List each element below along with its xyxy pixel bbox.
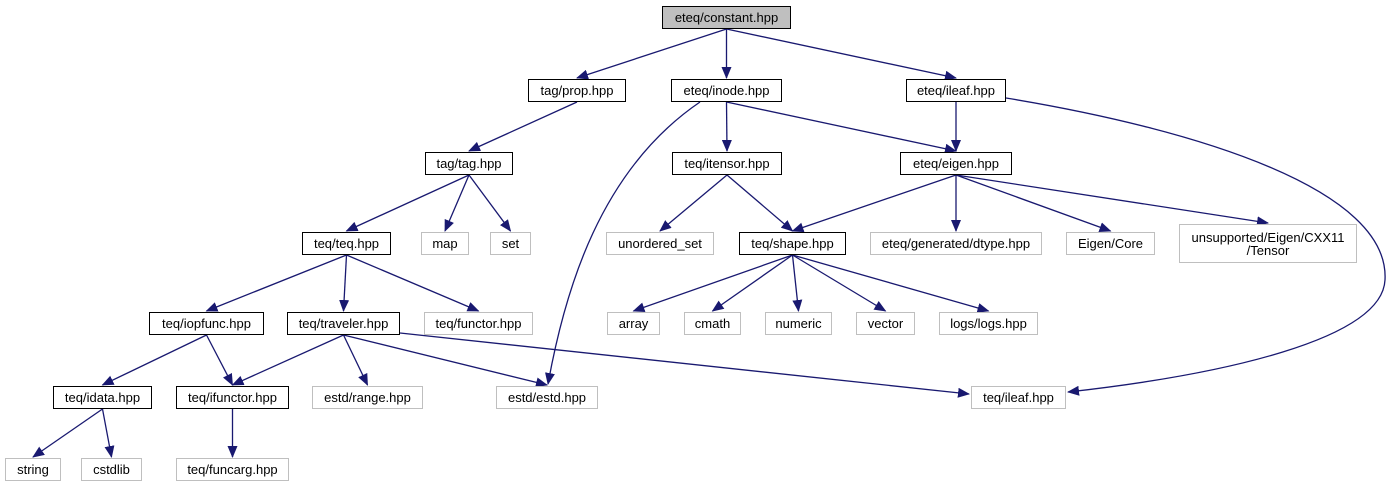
edge-teq-to-functor xyxy=(346,254,480,312)
edge-traveler-to-estd xyxy=(343,334,548,388)
node-unordered-set: unordered_set xyxy=(606,232,714,255)
node-estd-range-hpp: estd/range.hpp xyxy=(312,386,423,409)
node-eigen-core: Eigen/Core xyxy=(1066,232,1155,255)
node-eteq-constant-hpp: eteq/constant.hpp xyxy=(662,6,791,29)
edge-itensor-to-unordered_set xyxy=(659,174,728,232)
edge-teq-to-iopfunc xyxy=(205,254,347,312)
node-eteq-eigen-hpp[interactable]: eteq/eigen.hpp xyxy=(900,152,1012,175)
edge-eigen-to-eigen_tensor xyxy=(955,174,1269,227)
edge-constant-to-eteq_ileaf xyxy=(726,28,957,81)
edge-traveler-to-teq_ileaf xyxy=(399,332,970,398)
edge-shape-to-array xyxy=(632,254,793,313)
edge-idata-to-cstdlib xyxy=(101,408,115,458)
edge-inode-to-estd xyxy=(545,101,701,385)
node-set: set xyxy=(490,232,531,255)
node-vector: vector xyxy=(856,312,915,335)
node-teq-functor-hpp: teq/functor.hpp xyxy=(424,312,533,335)
edge-shape-to-logs xyxy=(792,254,990,313)
edge-prop-to-tag xyxy=(468,101,578,152)
node-map: map xyxy=(421,232,469,255)
edge-traveler-to-ifunctor xyxy=(231,334,344,386)
node-estd-estd-hpp: estd/estd.hpp xyxy=(496,386,598,409)
edge-inode-to-eigen xyxy=(726,101,957,154)
edges-layer xyxy=(32,28,1386,458)
node-cstdlib: cstdlib xyxy=(81,458,142,481)
node-cmath: cmath xyxy=(684,312,741,335)
edge-eteq_ileaf-to-teq_ileaf xyxy=(1005,97,1386,396)
edge-iopfunc-to-idata xyxy=(101,334,207,386)
edge-itensor-to-shape xyxy=(726,174,794,232)
edge-shape-to-numeric xyxy=(791,254,803,312)
node-tag-tag-hpp[interactable]: tag/tag.hpp xyxy=(425,152,513,175)
node-teq-ifunctor-hpp[interactable]: teq/ifunctor.hpp xyxy=(176,386,289,409)
edge-eigen-to-shape xyxy=(791,174,957,233)
node-teq-teq-hpp[interactable]: teq/teq.hpp xyxy=(302,232,391,255)
edge-idata-to-string xyxy=(32,408,103,458)
edge-eigen-to-eigen_core xyxy=(955,174,1112,232)
node-teq-itensor-hpp[interactable]: teq/itensor.hpp xyxy=(672,152,782,175)
edge-shape-to-cmath xyxy=(711,254,793,312)
node-logs-logs-hpp: logs/logs.hpp xyxy=(939,312,1038,335)
edge-inode-to-itensor xyxy=(721,101,732,152)
node-array: array xyxy=(607,312,660,335)
node-tag-prop-hpp[interactable]: tag/prop.hpp xyxy=(528,79,626,102)
edge-traveler-to-range xyxy=(342,334,369,386)
node-numeric: numeric xyxy=(765,312,832,335)
node-teq-ileaf-hpp: teq/ileaf.hpp xyxy=(971,386,1066,409)
node-string: string xyxy=(5,458,61,481)
edge-tag-to-map xyxy=(444,174,470,232)
node-eteq-inode-hpp[interactable]: eteq/inode.hpp xyxy=(671,79,782,102)
node-teq-traveler-hpp[interactable]: teq/traveler.hpp xyxy=(287,312,400,335)
edge-teq-to-traveler xyxy=(339,254,350,312)
node-teq-funcarg-hpp: teq/funcarg.hpp xyxy=(176,458,289,481)
edge-iopfunc-to-ifunctor xyxy=(205,334,234,386)
node-eteq-generated-dtype-hpp: eteq/generated/dtype.hpp xyxy=(870,232,1042,255)
edge-shape-to-vector xyxy=(792,254,887,312)
edge-constant-to-prop xyxy=(576,28,727,80)
node-teq-shape-hpp[interactable]: teq/shape.hpp xyxy=(739,232,846,255)
node-eteq-ileaf-hpp[interactable]: eteq/ileaf.hpp xyxy=(906,79,1006,102)
node-unsupported-eigen-cxx11-tensor: unsupported/Eigen/CXX11 /Tensor xyxy=(1179,224,1357,263)
edge-tag-to-teq xyxy=(345,174,470,232)
node-teq-iopfunc-hpp[interactable]: teq/iopfunc.hpp xyxy=(149,312,264,335)
node-teq-idata-hpp[interactable]: teq/idata.hpp xyxy=(53,386,152,409)
edge-tag-to-set xyxy=(468,174,512,232)
